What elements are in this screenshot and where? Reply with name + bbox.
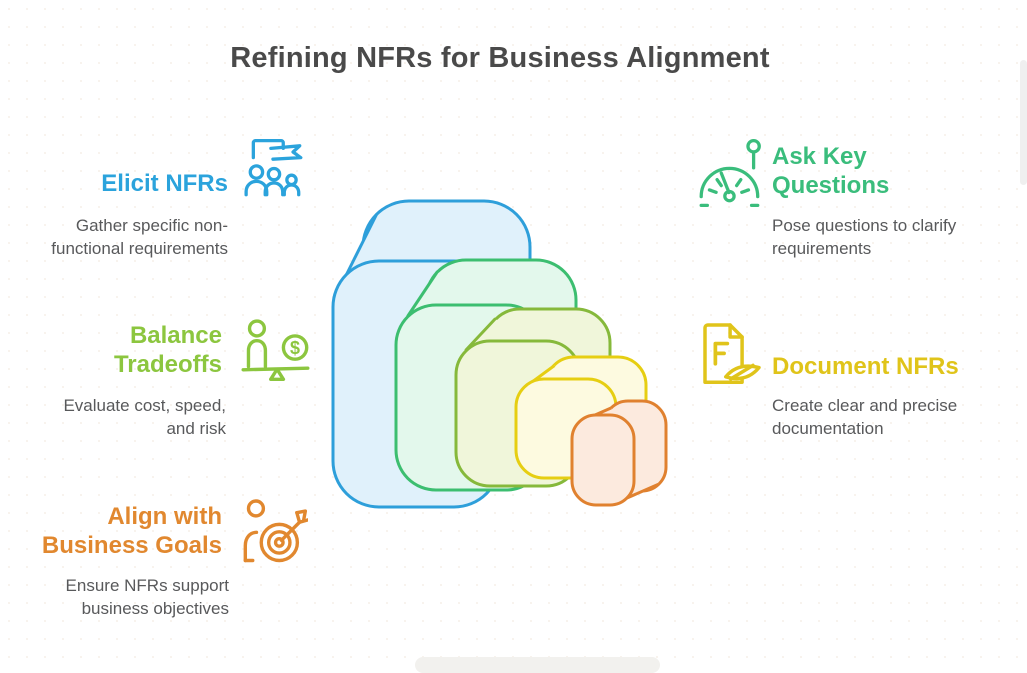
heading-ask-key-questions: Ask Key Questions [772, 143, 890, 199]
body-document-nfrs: Create clear and precise documentation [772, 396, 958, 438]
heading-elicit-nfrs: Elicit NFRs [101, 170, 228, 197]
stack-layer-5 [570, 399, 668, 507]
gauge-pin-icon [695, 137, 767, 211]
dollar-glyph: $ [290, 338, 300, 358]
scrollbar[interactable] [1020, 60, 1027, 185]
page-title: Refining NFRs for Business Alignment [230, 42, 770, 74]
people-flag-icon [242, 136, 308, 202]
stack-illustration [331, 199, 668, 509]
bottom-cropped-pill [415, 657, 660, 673]
body-ask-key-questions: Pose questions to clarify requirements [772, 216, 957, 258]
balance-scale-icon: $ [240, 317, 312, 395]
body-elicit-nfrs: Gather specific non-functional requireme… [51, 216, 228, 258]
document-f-icon [694, 319, 764, 391]
person-target-icon [240, 498, 308, 572]
heading-align-business-goals: Align with Business Goals [41, 503, 222, 559]
body-align-business-goals: Ensure NFRs support business objectives [65, 576, 229, 618]
heading-balance-tradeoffs: Balance Tradeoffs [113, 322, 222, 378]
heading-document-nfrs: Document NFRs [772, 353, 959, 380]
body-balance-tradeoffs: Evaluate cost, speed, and risk [63, 396, 226, 438]
